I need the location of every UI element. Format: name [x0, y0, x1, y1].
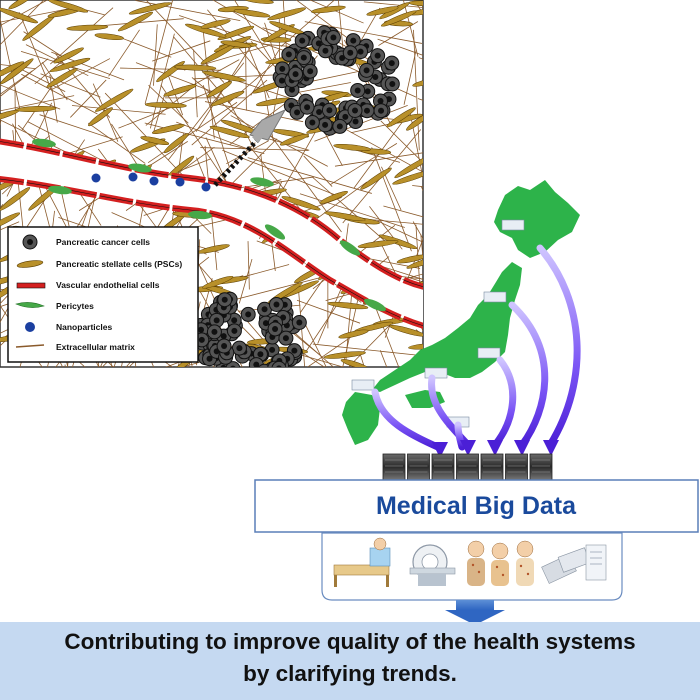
ecm-fiber [148, 354, 188, 449]
nanoparticle-icon [25, 322, 35, 332]
server-unit [506, 454, 528, 480]
cancer-cell-nucleus [269, 347, 275, 353]
cancer-cell-nucleus [378, 108, 384, 114]
cancer-cell-nucleus [211, 329, 217, 335]
conclusion-banner: Contributing to improve quality of the h… [0, 622, 700, 700]
cancer-cell-nucleus [330, 35, 336, 41]
ecm-fiber [120, 369, 162, 371]
ecm-fiber [418, 99, 469, 117]
medical-illustrations [322, 533, 622, 600]
cancer-cell-nucleus [337, 123, 343, 129]
cancer-cell-nucleus [316, 109, 322, 115]
server-unit [457, 454, 479, 480]
cancer-cell-nucleus [231, 317, 237, 323]
cancer-cell-nucleus [269, 367, 275, 373]
cancer-cell-nucleus [293, 71, 299, 77]
cancer-cell-nucleus [291, 348, 297, 354]
cancer-cell-nucleus [283, 335, 289, 341]
server-unit [530, 454, 552, 480]
legend-label: Vascular endothelial cells [56, 280, 160, 290]
cancer-cell-nucleus [299, 38, 305, 44]
cancer-cell-nucleus [350, 38, 356, 44]
legend-label: Pancreatic stellate cells (PSCs) [56, 259, 182, 269]
cancer-cell-nucleus [261, 368, 267, 374]
legend: Pancreatic cancer cells Pancreatic stell… [8, 227, 198, 362]
cancer-cell-nucleus [220, 365, 226, 371]
legend-label: Nanoparticles [56, 322, 112, 332]
cancer-cell-nucleus [257, 351, 263, 357]
endothelial-cell-icon [17, 283, 45, 288]
server-rack [383, 454, 552, 480]
ecm-fiber [312, 364, 355, 404]
cancer-cell-nucleus [353, 119, 359, 125]
cancer-cell-nucleus [372, 74, 378, 80]
cancer-cell [272, 361, 286, 375]
banner-line-2: by clarifying trends. [0, 658, 700, 690]
cancer-cell-nucleus [364, 67, 370, 73]
cancer-cell-icon [23, 235, 37, 249]
cancer-cell-nucleus [377, 98, 383, 104]
cancer-cell-nucleus [221, 343, 227, 349]
cancer-cell-nucleus [245, 311, 251, 317]
medical-big-data: Medical Big Data [255, 480, 698, 532]
ecm-fiber [183, 366, 230, 470]
server-unit [383, 454, 405, 480]
legend-label: Pancreatic cancer cells [56, 237, 150, 247]
ecm-fiber [73, 356, 163, 438]
cancer-cell-nucleus [214, 317, 220, 323]
cancer-cell-nucleus [358, 49, 364, 55]
cancer-cell-nucleus [301, 55, 307, 61]
cancer-cell-nucleus [365, 88, 371, 94]
cancer-cell-nucleus [347, 50, 353, 56]
cancer-cell-nucleus [307, 68, 313, 74]
cancer-cell-nucleus [342, 114, 348, 120]
people-icon [467, 541, 534, 586]
cancer-cell-nucleus [230, 366, 236, 372]
cancer-cell-nucleus [296, 319, 302, 325]
cancer-cell-nucleus [389, 81, 395, 87]
cancer-cell-nucleus [272, 326, 278, 332]
cancer-cell-nucleus [279, 78, 285, 84]
cancer-cell-nucleus [389, 60, 395, 66]
tumor-microenvironment-panel: Pancreatic cancer cells Pancreatic stell… [0, 0, 538, 471]
cancer-cell-nucleus [231, 328, 237, 334]
ecm-fiber [419, 58, 457, 74]
legend-label: Extracellular matrix [56, 342, 135, 352]
cancer-cell-nucleus [286, 51, 292, 57]
cancer-cell-nucleus [273, 301, 279, 307]
cancer-cell-nucleus [364, 108, 370, 114]
ecm-fiber [422, 166, 539, 173]
cancer-cell-nucleus [304, 104, 310, 110]
server-unit [481, 454, 503, 480]
cancer-cell-nucleus [294, 109, 300, 115]
server-unit [432, 454, 454, 480]
cancer-cell-nucleus [322, 122, 328, 128]
ecm-fiber [421, 0, 514, 21]
legend-label: Pericytes [56, 301, 94, 311]
cancer-cell-nucleus [236, 345, 242, 351]
ecm-fiber [65, 365, 75, 425]
cancer-cell-nucleus [222, 297, 228, 303]
server-unit [408, 454, 430, 480]
cancer-cell-nucleus [352, 107, 358, 113]
cancer-cell-nucleus [375, 53, 381, 59]
cancer-cell-nucleus [199, 337, 205, 343]
ecm-fiber [421, 187, 445, 241]
cancer-cell-nucleus [198, 327, 204, 333]
banner-line-1: Contributing to improve quality of the h… [0, 626, 700, 658]
cancer-cell-nucleus [322, 48, 328, 54]
big-data-title: Medical Big Data [376, 492, 577, 520]
cancer-cell-nucleus [276, 365, 282, 371]
cancer-cell-nucleus [355, 87, 361, 93]
cancer-cell-nucleus [262, 306, 268, 312]
cancer-cell-nucleus [326, 107, 332, 113]
cancer-cell-nucleus [309, 120, 315, 126]
cancer-cell-nucleus [279, 66, 285, 72]
